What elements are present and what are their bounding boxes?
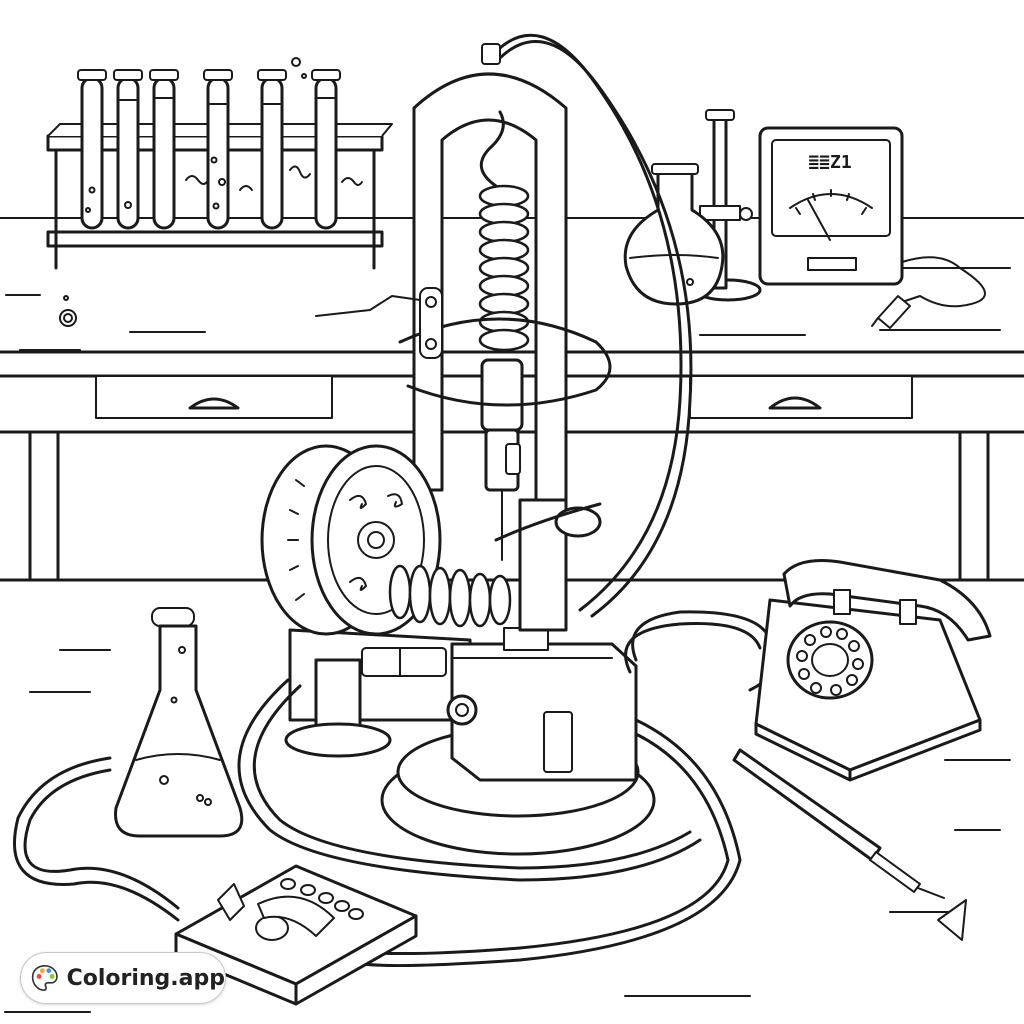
rotary-telephone bbox=[754, 559, 992, 782]
meter-display-text: ≣≣Z1 bbox=[808, 152, 851, 173]
palette-icon bbox=[31, 965, 58, 991]
probe-tool bbox=[732, 748, 967, 941]
brand-name: Coloring.app bbox=[66, 965, 225, 991]
horizontal-coil bbox=[388, 564, 512, 628]
vertical-coil bbox=[478, 110, 530, 352]
test-tubes bbox=[77, 57, 363, 230]
analog-meter: ≣≣Z1 bbox=[758, 126, 986, 329]
round-flask bbox=[623, 109, 762, 306]
coloring-app-badge[interactable]: Coloring.app bbox=[20, 952, 226, 1004]
control-box bbox=[174, 864, 418, 1006]
erlenmeyer-flask bbox=[114, 607, 244, 838]
test-tube-rack bbox=[46, 57, 393, 270]
coil-machine bbox=[260, 72, 656, 856]
wheel-dial bbox=[260, 444, 442, 636]
